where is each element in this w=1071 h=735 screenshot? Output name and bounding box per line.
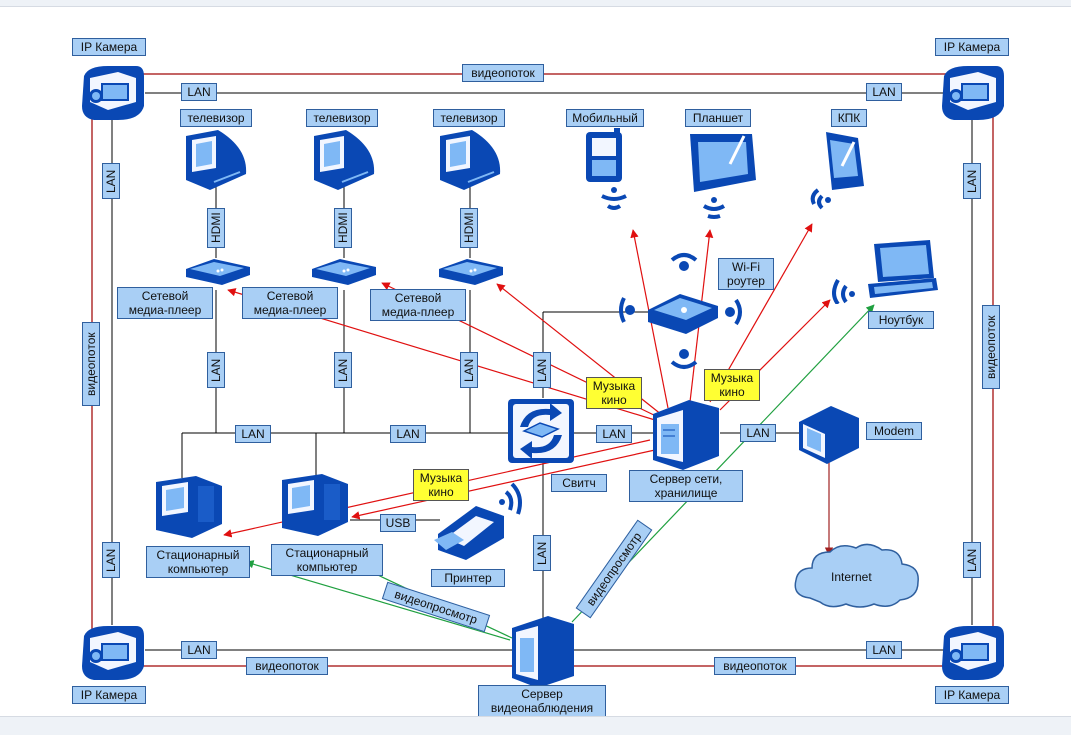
tv-label-2: телевизор <box>306 109 378 127</box>
laptop-label: Ноутбук <box>868 311 934 329</box>
media-player-icon <box>312 259 376 285</box>
lan-label-bottom-left: LAN <box>181 641 217 659</box>
tv-icon <box>186 130 247 190</box>
switch-icon <box>508 399 574 463</box>
lan-label-left-lower: LAN <box>102 542 120 578</box>
modem-icon <box>799 406 859 464</box>
media-player-label-1: Сетевой медиа-плеер <box>117 287 213 319</box>
lan-label-right-upper: LAN <box>963 163 981 199</box>
lan-label-surveillance: LAN <box>533 535 551 571</box>
pda-label: КПК <box>831 109 867 127</box>
surveillance-server-label: Сервер видеонаблюдения <box>478 685 606 717</box>
ip-camera-icon <box>942 66 1004 120</box>
lan-label-right-lower: LAN <box>963 542 981 578</box>
lan-label-player-1: LAN <box>207 352 225 388</box>
tv-icon <box>440 130 501 190</box>
videostream-label-left: видеопоток <box>82 322 100 406</box>
lan-label-left-upper: LAN <box>102 163 120 199</box>
lan-label-top-left: LAN <box>181 83 217 101</box>
desktop-label-1: Стационарный компьютер <box>146 546 250 578</box>
wifi-router-icon <box>619 253 742 369</box>
modem-label: Modem <box>866 422 922 440</box>
hdmi-label-2: HDMI <box>334 208 352 248</box>
hdmi-label-1: HDMI <box>207 208 225 248</box>
ip-camera-icon <box>82 66 144 120</box>
internet-label: Internet <box>831 570 872 584</box>
network-server-label: Сервер сети, хранилище <box>629 470 743 502</box>
lan-label-router: LAN <box>533 352 551 388</box>
ip-camera-icon <box>82 626 144 680</box>
lan-label-switch-server: LAN <box>596 425 632 443</box>
lan-label-bottom-right: LAN <box>866 641 902 659</box>
lan-label-bus-2: LAN <box>390 425 426 443</box>
camera-label-top-right: IP Камера <box>935 38 1009 56</box>
mobile-label: Мобильный <box>566 109 644 127</box>
lan-label-bus-1: LAN <box>235 425 271 443</box>
tablet-label: Планшет <box>685 109 751 127</box>
router-label: Wi-Fi роутер <box>718 258 774 290</box>
mobile-phone-icon <box>586 128 627 210</box>
lan-label-top-right: LAN <box>866 83 902 101</box>
media-player-label-2: Сетевой медиа-плеер <box>242 287 338 319</box>
videostream-label-top: видеопоток <box>462 64 544 82</box>
pda-icon <box>810 132 864 210</box>
desktop-label-2: Стационарный компьютер <box>271 544 383 576</box>
videostream-label-bottom-right: видеопоток <box>714 657 796 675</box>
network-server-icon <box>653 400 719 470</box>
lan-label-server-modem: LAN <box>740 424 776 442</box>
printer-icon <box>434 482 522 560</box>
hdmi-label-3: HDMI <box>460 208 478 248</box>
window-top-strip <box>0 0 1071 7</box>
window-bottom-strip <box>0 716 1071 735</box>
lan-label-player-3: LAN <box>460 352 478 388</box>
music-label-1: Музыка кино <box>586 377 642 409</box>
tv-icon <box>314 130 375 190</box>
camera-label-bottom-left: IP Камера <box>72 686 146 704</box>
lan-label-player-2: LAN <box>334 352 352 388</box>
media-player-icon <box>186 259 250 285</box>
media-player-icon <box>439 259 503 285</box>
switch-label: Свитч <box>551 474 607 492</box>
printer-label: Принтер <box>431 569 505 587</box>
tv-label-3: телевизор <box>433 109 505 127</box>
camera-label-bottom-right: IP Камера <box>935 686 1009 704</box>
music-label-2: Музыка кино <box>704 369 760 401</box>
media-player-label-3: Сетевой медиа-плеер <box>370 289 466 321</box>
ip-camera-icon <box>942 626 1004 680</box>
tablet-icon <box>690 134 756 219</box>
usb-label: USB <box>380 514 416 532</box>
videostream-label-bottom-left: видеопоток <box>246 657 328 675</box>
videostream-label-right: видеопоток <box>982 305 1000 389</box>
music-label-3: Музыка кино <box>413 469 469 501</box>
internet-cloud-icon <box>794 543 919 608</box>
camera-label-top-left: IP Камера <box>72 38 146 56</box>
desktop-computer-icon <box>156 476 222 538</box>
laptop-icon <box>832 240 938 304</box>
surveillance-server-icon <box>512 616 574 688</box>
desktop-computer-icon <box>282 474 348 536</box>
tv-label-1: телевизор <box>180 109 252 127</box>
